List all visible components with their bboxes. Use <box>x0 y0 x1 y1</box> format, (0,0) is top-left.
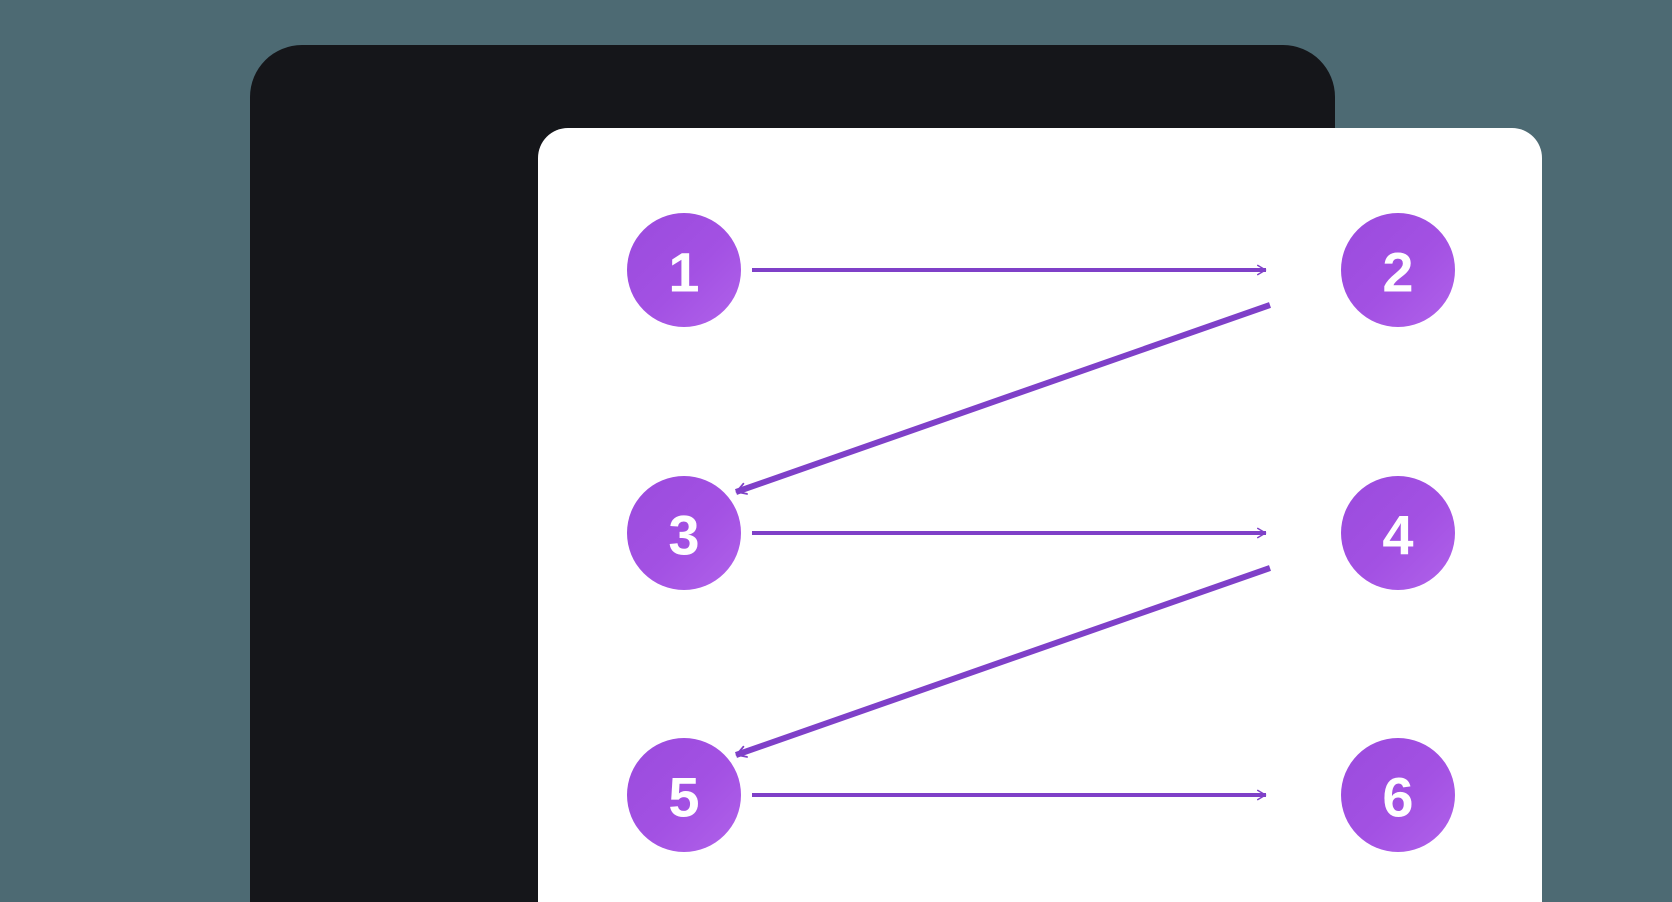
node-label: 2 <box>1382 241 1413 304</box>
node-circle[interactable] <box>627 476 741 590</box>
device-screen: 1 2 3 4 5 6 <box>538 128 1542 902</box>
diagram-node[interactable]: 6 <box>1341 738 1455 852</box>
node-circle[interactable] <box>627 738 741 852</box>
node-label: 4 <box>1382 504 1413 567</box>
diagram-node[interactable]: 1 <box>627 213 741 327</box>
device-frame: 1 2 3 4 5 6 <box>250 45 1542 902</box>
edge-arrow <box>735 302 1271 495</box>
node-circle[interactable] <box>1341 476 1455 590</box>
node-circle[interactable] <box>1341 738 1455 852</box>
node-circle[interactable] <box>627 213 741 327</box>
nodes-layer: 1 2 3 4 5 6 <box>627 213 1455 852</box>
edge-arrow <box>735 565 1271 758</box>
boustrophedon-flow-diagram: 1 2 3 4 5 6 <box>627 213 1455 852</box>
diagram-node[interactable]: 5 <box>627 738 741 852</box>
diagram-node[interactable]: 3 <box>627 476 741 590</box>
node-circle[interactable] <box>1341 213 1455 327</box>
diagram-node[interactable]: 2 <box>1341 213 1455 327</box>
node-label: 1 <box>668 241 699 304</box>
edges-layer <box>735 264 1271 801</box>
node-label: 3 <box>668 504 699 567</box>
diagram-node[interactable]: 4 <box>1341 476 1455 590</box>
node-label: 6 <box>1382 766 1413 829</box>
node-label: 5 <box>668 766 699 829</box>
